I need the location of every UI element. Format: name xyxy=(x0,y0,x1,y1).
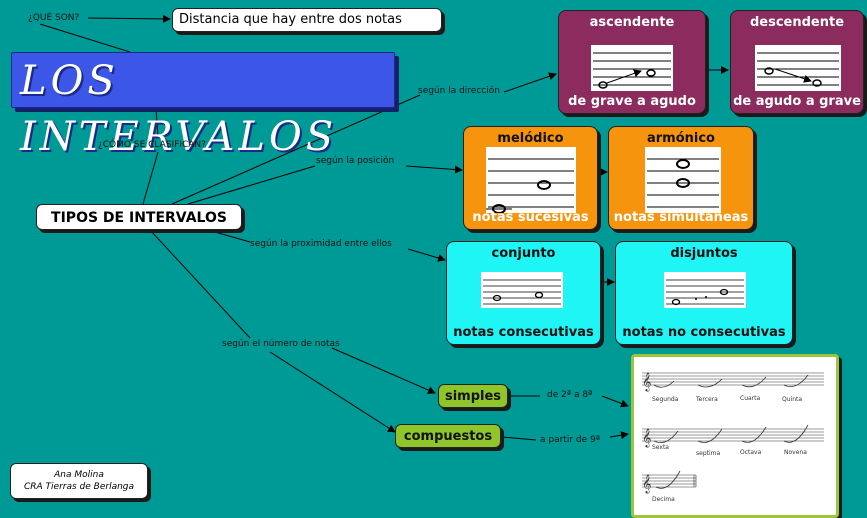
card-subtitle: de agudo a grave xyxy=(733,94,861,109)
link-compound-range: a partir de 9ª xyxy=(540,435,600,445)
card-conjunto: conjunto notas consecutivas xyxy=(446,241,601,345)
card-ascendente: ascendente de grave a agudo xyxy=(558,10,706,114)
example-label: Sexta xyxy=(652,444,669,451)
disjunct-staff-image xyxy=(664,272,746,308)
link-position: según la posición xyxy=(316,156,395,166)
example-label: Octava xyxy=(740,449,762,456)
example-label: septima xyxy=(696,450,720,457)
link-direction: según la dirección xyxy=(418,86,500,96)
card-subtitle: notas simultáneas xyxy=(613,210,749,225)
card-descendente: descendente de agudo a grave xyxy=(730,10,864,114)
example-label: Novena xyxy=(784,449,807,456)
melodic-staff-image xyxy=(486,147,576,213)
what-are-they-label: ¿QUÉ SON? xyxy=(28,13,80,23)
link-simple-range: de 2ª a 8ª xyxy=(547,390,593,400)
card-title: ascendente xyxy=(589,15,675,30)
link-proximity: según la proximidad entre ellos xyxy=(250,239,392,249)
author-name: Ana Molina xyxy=(54,470,104,480)
conjunct-staff-image xyxy=(481,272,563,308)
definition-box: Distancia que hay entre dos notas xyxy=(172,8,442,32)
svg-text:𝄞: 𝄞 xyxy=(642,372,651,392)
card-title: conjunto xyxy=(491,246,556,261)
descending-staff-image xyxy=(755,45,841,91)
example-label: Decima xyxy=(652,496,675,503)
author-school: CRA Tierras de Berlanga xyxy=(23,482,135,492)
svg-text:𝄞: 𝄞 xyxy=(642,474,651,494)
card-title: armónico xyxy=(646,131,715,146)
card-armonico: armónico notas simultáneas xyxy=(608,126,754,230)
example-label: Tercera xyxy=(695,396,718,403)
example-label: Cuarta xyxy=(740,395,760,402)
example-label: Segunda xyxy=(652,396,679,403)
card-subtitle: notas consecutivas xyxy=(453,325,594,340)
card-subtitle: notas no consecutivas xyxy=(622,325,786,340)
how-classified-label: ¿CÓMO SE CLASIFICAN? xyxy=(98,140,206,150)
central-node: TIPOS DE INTERVALOS xyxy=(36,204,242,230)
card-melodico: melódico notas sucesivas xyxy=(463,126,598,230)
svg-text:𝄞: 𝄞 xyxy=(642,428,651,448)
card-subtitle: de grave a agudo xyxy=(568,94,696,109)
interval-examples-staves: 𝄞𝄞𝄞 Segunda Tercera Cuarta Quinta Sexta … xyxy=(642,372,824,503)
card-title: descendente xyxy=(749,15,845,30)
example-label: Quinta xyxy=(782,396,802,403)
card-title: melódico xyxy=(497,131,564,146)
compuestos-node: compuestos xyxy=(395,424,501,448)
card-disjuntos: disjuntos notas no consecutivas xyxy=(615,241,793,345)
card-title: disjuntos xyxy=(670,246,738,261)
harmonic-staff-image xyxy=(645,147,721,213)
link-number: según el número de notas xyxy=(222,339,340,349)
ascending-staff-image xyxy=(591,45,673,91)
card-subtitle: notas sucesivas xyxy=(472,210,589,225)
title-banner: LOS INTERVALOS xyxy=(11,52,395,160)
interval-examples-panel: 𝄞𝄞𝄞 Segunda Tercera Cuarta Quinta Sexta … xyxy=(631,354,839,518)
page-title: LOS INTERVALOS xyxy=(20,58,338,160)
simples-node: simples xyxy=(438,384,508,408)
author-box: Ana Molina CRA Tierras de Berlanga xyxy=(10,463,148,499)
